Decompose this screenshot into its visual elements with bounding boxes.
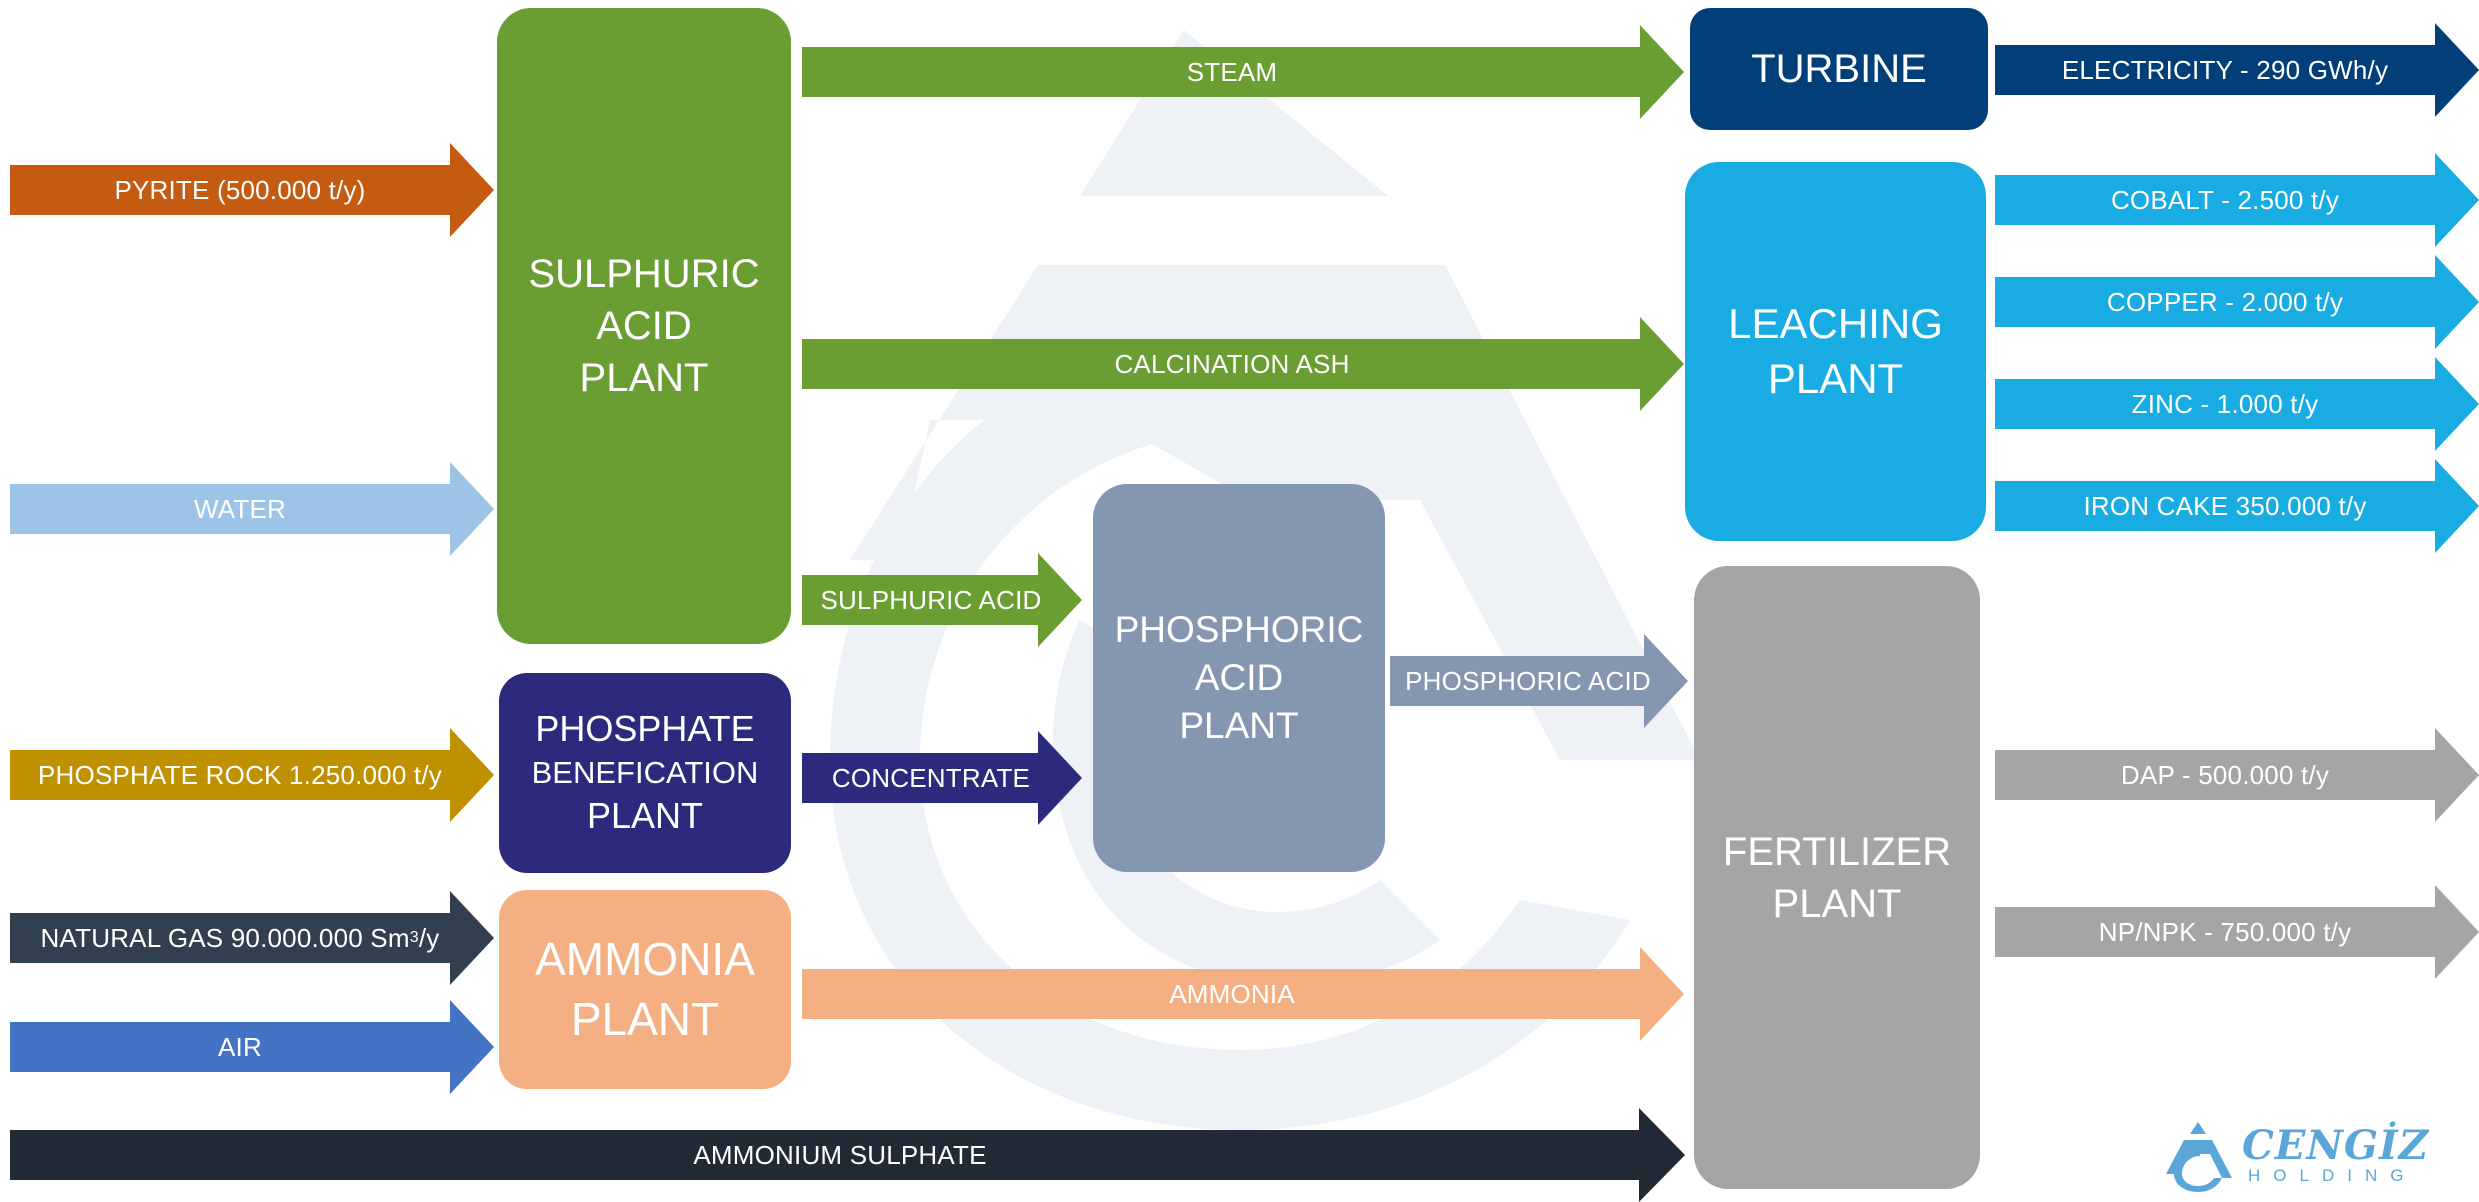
arrow-ammonium-sulphate: AMMONIUM SULPHATE	[10, 1108, 1685, 1202]
sulphuric-line-1: SULPHURIC	[528, 252, 760, 296]
natural-gas-sup: 3	[409, 929, 419, 946]
arrow-electricity-label: ELECTRICITY - 290 GWh/y	[2061, 54, 2389, 85]
ammonia-plant: AMMONIA PLANT	[499, 890, 791, 1089]
natural-gas-text: NATURAL GAS 90.000.000 Sm	[40, 922, 410, 953]
phosphoric-line-3: PLANT	[1179, 705, 1299, 747]
arrow-ammonia-label: AMMONIA	[1169, 978, 1295, 1009]
arrow-air: AIR	[10, 1000, 494, 1094]
arrow-copper-label: COPPER - 2.000 t/y	[2106, 286, 2344, 317]
arrow-cobalt-label: COBALT - 2.500 t/y	[2110, 184, 2340, 215]
arrow-concentrate: CONCENTRATE	[802, 731, 1082, 825]
arrow-pyrite-shape	[10, 143, 494, 237]
logo-mark-icon	[2166, 1122, 2232, 1192]
phosphate-line-3: PLANT	[586, 795, 704, 837]
arrow-calcination-ash-label: CALCINATION ASH	[1114, 348, 1350, 379]
arrow-phosphoric-acid: PHOSPHORIC ACID	[1390, 634, 1688, 728]
logo-sub: HOLDING	[2248, 1166, 2417, 1185]
arrow-phosphate-rock: PHOSPHATE ROCK 1.250.000 t/y	[10, 728, 494, 822]
arrow-zinc: ZINC - 1.000 t/y	[1995, 357, 2479, 451]
sulphuric-line-2: ACID	[596, 304, 692, 348]
arrow-steam-label: STEAM	[1186, 56, 1278, 87]
phosphoric-acid-plant: PHOSPHORIC ACID PLANT	[1093, 484, 1385, 872]
arrow-npk: NP/NPK - 750.000 t/y	[1995, 885, 2479, 979]
arrow-concentrate-label: CONCENTRATE	[831, 762, 1031, 793]
arrow-ammonium-sulphate-label: AMMONIUM SULPHATE	[693, 1139, 987, 1170]
leaching-line-1: LEACHING	[1728, 299, 1943, 347]
fertilizer-line-2: PLANT	[1772, 881, 1902, 926]
phosphate-benefication-plant: PHOSPHATE BENEFICATION PLANT	[499, 673, 791, 873]
arrow-water: WATER	[10, 462, 494, 556]
cengiz-holding-logo: CENGİZ HOLDING	[2160, 1122, 2450, 1192]
sulphuric-line-3: PLANT	[579, 356, 709, 400]
arrow-copper: COPPER - 2.000 t/y	[1995, 255, 2479, 349]
arrow-steam: STEAM	[802, 25, 1684, 119]
arrow-phosphoric-acid-label: PHOSPHORIC ACID	[1405, 665, 1651, 696]
phosphate-line-2: BENEFICATION	[531, 754, 759, 790]
phosphoric-line-1: PHOSPHORIC	[1114, 608, 1364, 650]
phosphate-line-1: PHOSPHATE	[535, 708, 755, 750]
arrow-cobalt: COBALT - 2.500 t/y	[1995, 153, 2479, 247]
ammonia-line-2: PLANT	[570, 992, 720, 1045]
arrow-sulphuric-acid-label: SULPHURIC ACID	[820, 584, 1042, 615]
arrow-dap-label: DAP - 500.000 t/y	[2120, 759, 2330, 790]
fertilizer-plant: FERTILIZER PLANT	[1694, 566, 1980, 1189]
arrow-pyrite-label: PYRITE (500.000 t/y)	[114, 174, 366, 205]
arrow-iron-cake: IRON CAKE 350.000 t/y	[1995, 459, 2479, 553]
sulphuric-acid-plant: SULPHURIC ACID PLANT	[497, 8, 791, 644]
arrow-sulphuric-acid: SULPHURIC ACID	[802, 553, 1082, 647]
arrow-electricity: ELECTRICITY - 290 GWh/y	[1995, 23, 2479, 117]
arrow-calcination-ash: CALCINATION ASH	[802, 317, 1684, 411]
arrow-air-label: AIR	[218, 1031, 262, 1062]
leaching-plant: LEACHING PLANT	[1685, 162, 1986, 541]
leaching-line-2: PLANT	[1767, 354, 1904, 402]
arrow-iron-cake-label: IRON CAKE 350.000 t/y	[2083, 490, 2367, 521]
arrow-phosphate-rock-label: PHOSPHATE ROCK 1.250.000 t/y	[38, 759, 442, 790]
turbine-label: TURBINE	[1751, 47, 1927, 91]
arrow-zinc-label: ZINC - 1.000 t/y	[2131, 388, 2319, 419]
turbine: TURBINE	[1690, 8, 1988, 130]
phosphoric-line-2: ACID	[1194, 656, 1284, 698]
arrow-water-label: WATER	[194, 493, 286, 524]
ammonia-line-1: AMMONIA	[535, 932, 755, 985]
logo-name: CENGİZ	[2242, 1122, 2429, 1169]
fertilizer-line-1: FERTILIZER	[1722, 829, 1952, 874]
arrow-pyrite: PYRITE (500.000 t/y)	[10, 143, 494, 237]
arrow-npk-label: NP/NPK - 750.000 t/y	[2098, 916, 2352, 947]
arrow-ammonia: AMMONIA	[802, 947, 1684, 1041]
arrow-dap: DAP - 500.000 t/y	[1995, 728, 2479, 822]
natural-gas-unit: /y	[418, 922, 440, 953]
